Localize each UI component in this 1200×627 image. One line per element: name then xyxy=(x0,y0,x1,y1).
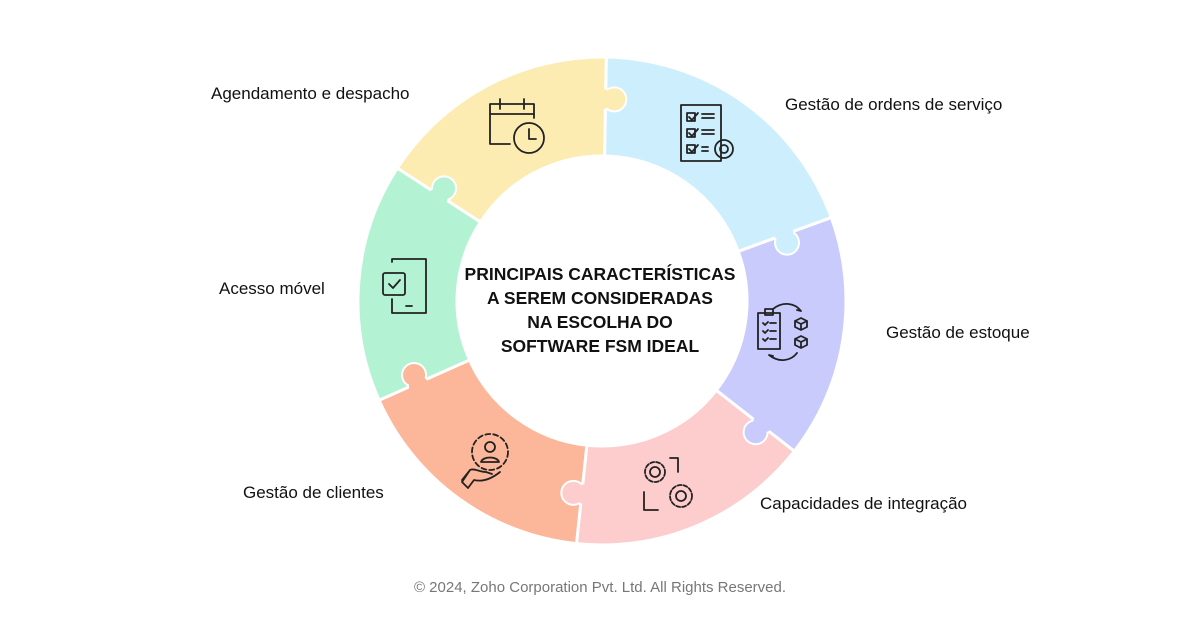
calendar-clock-icon xyxy=(486,96,548,163)
puzzle-tab-fill xyxy=(753,412,774,433)
center-title-line: NA ESCOLHA DO xyxy=(527,312,673,332)
center-title-line: PRINCIPAIS CARACTERÍSTICAS xyxy=(464,264,736,284)
copyright-footer: © 2024, Zoho Corporation Pvt. Ltd. All R… xyxy=(413,579,787,596)
label-work-orders: Gestão de ordens de serviço xyxy=(785,95,1003,114)
checklist-gear-icon xyxy=(678,103,740,168)
mobile-check-icon xyxy=(380,256,430,321)
center-title: PRINCIPAIS CARACTERÍSTICAS A SEREM CONSI… xyxy=(455,262,745,358)
puzzle-tab-fill xyxy=(773,221,794,242)
segment-checklist-gear xyxy=(603,55,834,254)
hand-user-icon xyxy=(458,430,518,497)
clipboard-boxes-icon xyxy=(755,303,815,370)
label-mobile: Acesso móvel xyxy=(219,279,325,298)
label-customers: Gestão de clientes xyxy=(243,483,384,502)
label-inventory: Gestão de estoque xyxy=(886,323,1030,342)
puzzle-tab-fill xyxy=(427,188,448,209)
puzzle-tab-fill xyxy=(575,484,596,505)
puzzle-tab-fill xyxy=(592,89,612,109)
center-title-line: SOFTWARE FSM IDEAL xyxy=(500,336,700,356)
label-scheduling: Agendamento e despacho xyxy=(211,84,410,103)
label-integration: Capacidades de integração xyxy=(760,494,967,513)
gears-integration-icon xyxy=(638,454,700,521)
center-title-line: A SEREM CONSIDERADAS xyxy=(487,288,713,308)
puzzle-tab-fill xyxy=(408,376,429,397)
